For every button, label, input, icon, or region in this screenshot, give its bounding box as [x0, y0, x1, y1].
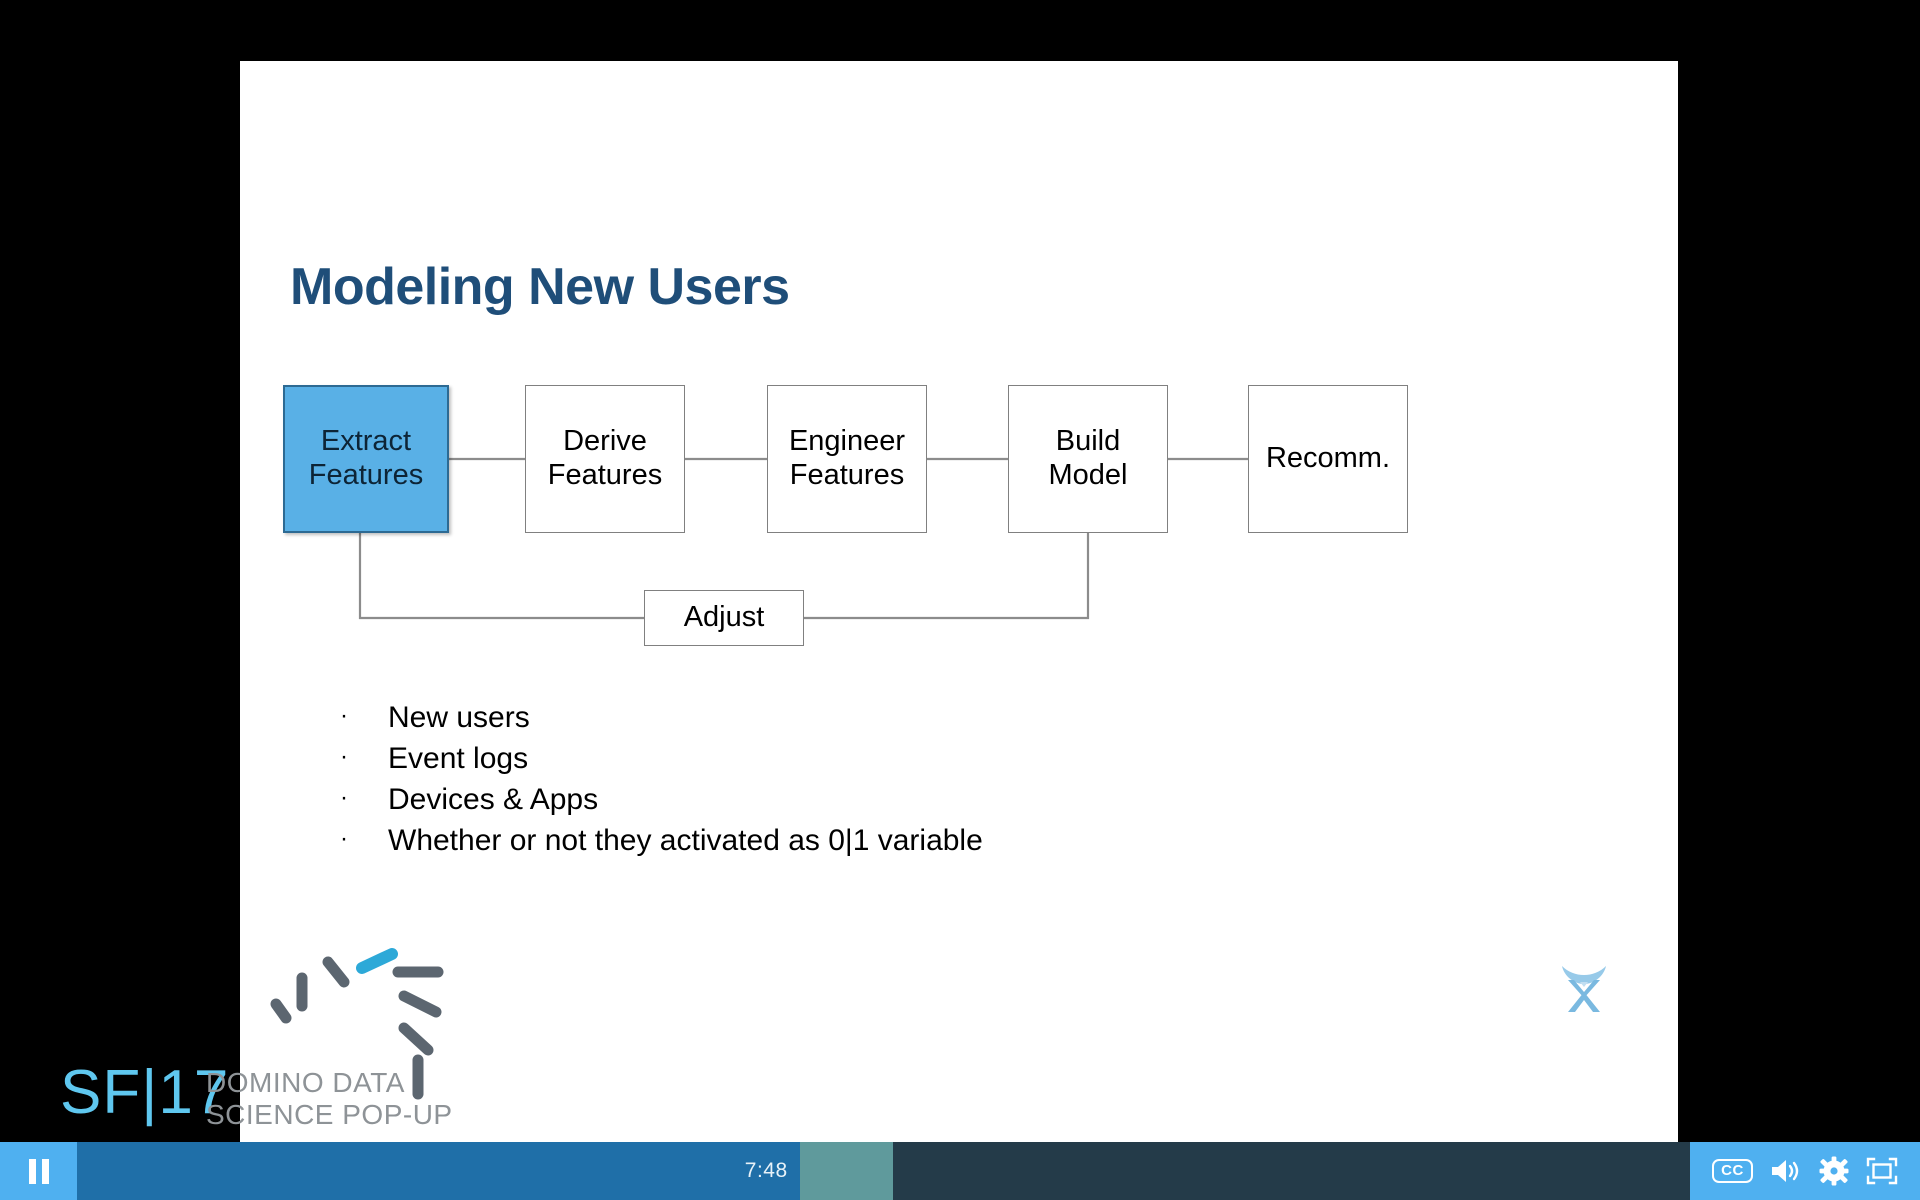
flow-box-extract-features-line-1: Extract [320, 425, 412, 458]
bullet-marker-icon: · [340, 784, 348, 811]
page-title: Modeling New Users [290, 258, 790, 316]
fullscreen-icon [1866, 1157, 1898, 1185]
current-time-label: 7:48 [744, 1159, 788, 1182]
bullet-text: Devices & Apps [388, 783, 599, 816]
bullet-marker-icon: · [340, 702, 348, 729]
sf17-wordmark: SF|17 [60, 1058, 230, 1127]
list-item: · Event logs [340, 742, 1540, 783]
volume-button[interactable] [1769, 1154, 1803, 1188]
settings-button[interactable] [1819, 1154, 1849, 1188]
flow-connectors [358, 457, 1248, 620]
conference-logo: SF|17 DOMINO DATA SCIENCE POP-UP [56, 948, 476, 1138]
progress-buffered [799, 1142, 894, 1200]
flow-box-engineer-features-line-1: Engineer [788, 425, 906, 458]
bullet-text: New users [388, 701, 530, 734]
volume-icon [1772, 1160, 1799, 1182]
bullet-marker-icon: · [340, 743, 348, 770]
flow-box-build-model-line-1: Build [1055, 425, 1121, 458]
flow-box-build-model-line-2: Model [1048, 459, 1128, 491]
fullscreen-button[interactable] [1866, 1154, 1898, 1188]
player-right-controls: CC [1690, 1142, 1920, 1200]
link-extract-adjust [358, 533, 644, 620]
link-adjust-build [804, 533, 1090, 620]
bullet-text: Whether or not they activated as 0|1 var… [388, 824, 983, 857]
player-control-bar: 7:48 CC [0, 1142, 1920, 1200]
list-item: · Whether or not they activated as 0|1 va… [340, 824, 1540, 865]
captions-button[interactable]: CC [1712, 1154, 1753, 1188]
gear-icon [1819, 1156, 1849, 1186]
flow-box-derive-features-line-1: Derive [563, 425, 647, 458]
burst-graphic-icon [270, 948, 444, 1100]
bullet-marker-icon: · [340, 825, 348, 852]
flow-box-engineer-features-line-2: Features [789, 459, 905, 491]
progress-played [77, 1142, 800, 1200]
list-item: · New users [340, 701, 1540, 742]
flow-box-derive-features-line-2: Features [547, 459, 663, 491]
list-item: · Devices & Apps [340, 783, 1540, 824]
conference-name-line1: DOMINO DATA [206, 1067, 405, 1099]
flow-box-adjust: Adjust [644, 590, 804, 646]
conference-name-line2: SCIENCE POP-UP [206, 1098, 453, 1130]
flow-box-extract-features-line-2: Features [308, 459, 424, 491]
bullet-list: · New users · Event logs · Devices & Apps · Whe… [340, 701, 1540, 865]
cc-icon: CC [1712, 1159, 1753, 1183]
progress-scrubber[interactable]: 7:48 [77, 1142, 1690, 1200]
pause-icon-bar-right [41, 1158, 49, 1184]
flow-box-adjust-line-1: Adjust [683, 601, 765, 634]
flow-box-recomm-line-1: Recomm. [1265, 442, 1391, 475]
pause-icon-bar-left [28, 1158, 36, 1184]
domino-x-logo-icon [1562, 966, 1606, 1012]
flow-box-recomm: Recomm. [1248, 385, 1408, 533]
conference-name: DOMINO DATA SCIENCE POP-UP [206, 1067, 453, 1130]
pause-button[interactable] [0, 1142, 77, 1200]
bullet-text: Event logs [388, 742, 529, 775]
